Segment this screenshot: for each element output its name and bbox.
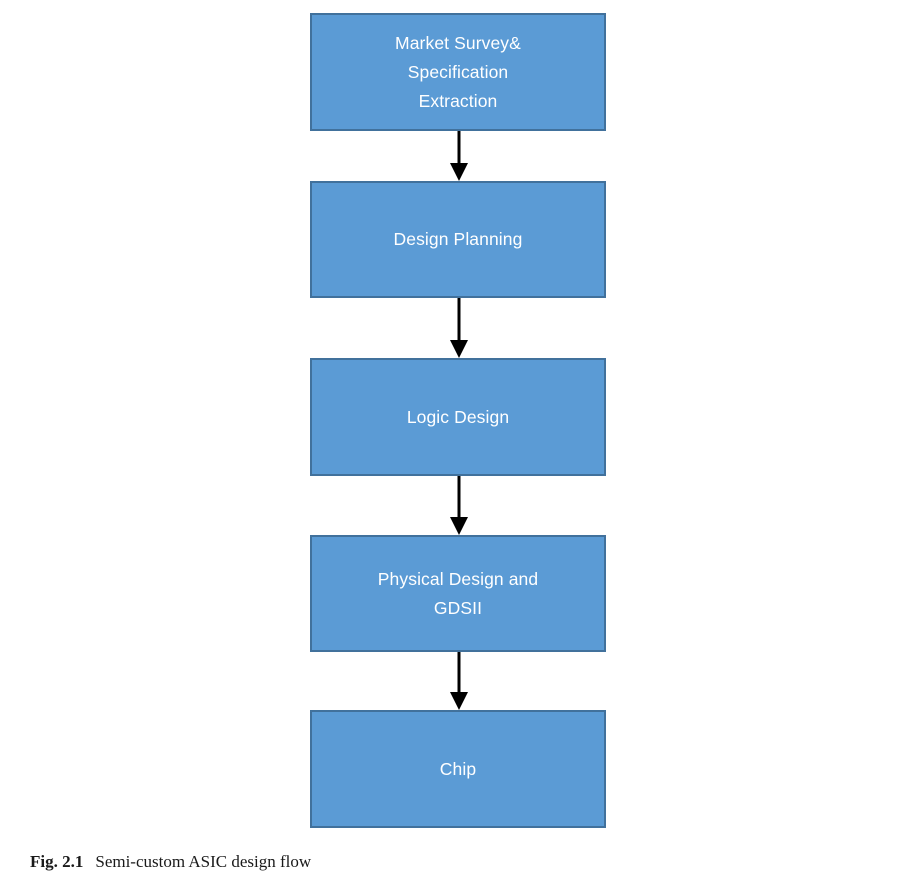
- figure-caption-text: Semi-custom ASIC design flow: [95, 852, 312, 871]
- flow-node-label: Design Planning: [393, 229, 523, 249]
- flow-arrow-market-survey-to-design-planning: [443, 131, 475, 181]
- flow-arrow-design-planning-to-logic-design: [443, 298, 475, 358]
- flow-node-market-survey[interactable]: Market Survey& Specification Extraction: [310, 13, 606, 131]
- flow-node-label: Market Survey& Specification Extraction: [395, 32, 521, 111]
- flow-node-chip[interactable]: Chip: [310, 710, 606, 828]
- flow-arrow-physical-design-to-chip: [443, 652, 475, 710]
- flow-node-design-planning[interactable]: Design Planning: [310, 181, 606, 298]
- flow-node-label: Chip: [439, 758, 477, 779]
- flow-node-physical-design[interactable]: Physical Design and GDSII: [310, 535, 606, 652]
- figure-caption: Fig. 2.1 Semi-custom ASIC design flow: [30, 852, 311, 872]
- flow-node-label: Logic Design: [406, 406, 510, 427]
- flow-node-logic-design[interactable]: Logic Design: [310, 358, 606, 476]
- flow-arrow-logic-design-to-physical-design: [443, 476, 475, 535]
- flow-node-label: Physical Design and GDSII: [377, 568, 539, 618]
- figure-caption-number: Fig. 2.1: [30, 852, 84, 871]
